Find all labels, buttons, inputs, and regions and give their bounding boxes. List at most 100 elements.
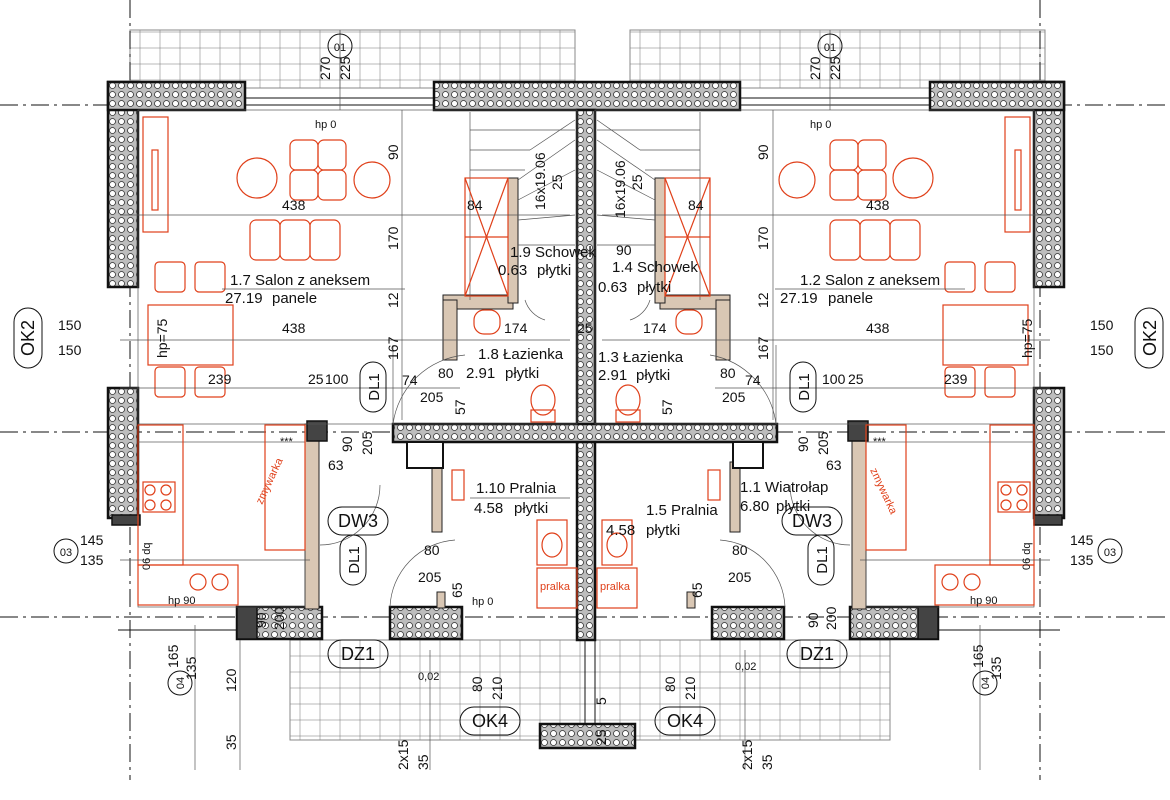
- dim: 200: [271, 606, 287, 630]
- room-finish: płytki: [505, 365, 539, 382]
- dim: 12: [385, 292, 401, 308]
- dim: 65: [689, 582, 705, 598]
- zmywarka-label: zmywarka: [254, 456, 286, 507]
- dim: 25: [848, 371, 864, 387]
- dim: 90: [253, 612, 269, 628]
- axis-side-right-label: OK2: [1140, 320, 1160, 356]
- door-tag-dl1-b: DL1: [796, 373, 813, 401]
- dimension-texts: 270 225 270 225 90 90 170 170 12 12 167 …: [58, 56, 1114, 770]
- dim: 205: [815, 431, 831, 455]
- window-tag-ok4-b: OK4: [667, 711, 703, 731]
- stairs-left-step: 25: [549, 174, 565, 190]
- dim: 270: [807, 56, 823, 80]
- dim: 165: [165, 644, 181, 668]
- dimension-lines: [120, 30, 1050, 770]
- dim: 174: [643, 320, 667, 336]
- dim: 74: [745, 372, 761, 388]
- axis-side-left-label: OK2: [18, 320, 38, 356]
- dim: 438: [866, 197, 890, 213]
- dim: 135: [183, 656, 199, 680]
- dim: 210: [682, 676, 698, 700]
- dim: 35: [759, 754, 775, 770]
- dim: 150: [1090, 317, 1114, 333]
- axis-right-mid-label: 03: [1104, 547, 1116, 559]
- room-finish: panele: [272, 290, 317, 307]
- stars-label: ***: [280, 436, 294, 448]
- dim: 80: [438, 365, 454, 381]
- dim: 90: [339, 436, 355, 452]
- dim: 135: [80, 552, 104, 568]
- dim: 57: [659, 399, 675, 415]
- dim: 165: [970, 644, 986, 668]
- hp75-label: hp=75: [154, 318, 170, 358]
- dim: 170: [385, 226, 401, 250]
- dq-label: 06 dq: [141, 542, 153, 570]
- dim: 25: [577, 320, 593, 336]
- door-tag-dl1-c: DL1: [346, 546, 363, 574]
- axis-marker-right-bottom: 04: [972, 670, 998, 696]
- room-name: 1.1 Wiatrołap: [740, 479, 828, 496]
- dim: 80: [662, 676, 678, 692]
- room-area: 0.63: [598, 279, 627, 296]
- dim: 239: [208, 371, 232, 387]
- dim: 35: [223, 734, 239, 750]
- axis-marker-right-mid: 03: [1097, 538, 1123, 564]
- dim: 2x15: [739, 739, 755, 770]
- hp-label: hp 0: [315, 119, 336, 131]
- terrace-top-left: [129, 29, 576, 89]
- dq-label: 06 dq: [1021, 542, 1033, 570]
- dim: 135: [1070, 552, 1094, 568]
- dim: 225: [337, 56, 353, 80]
- door-tag-dl1-a: DL1: [366, 373, 383, 401]
- room-labels-left: 1.7 Salon z aneksem 27.19 panele 1.9 Sch…: [222, 244, 596, 517]
- room-name: 1.4 Schowek: [612, 259, 698, 276]
- dim: 167: [755, 336, 771, 360]
- room-finish: panele: [828, 290, 873, 307]
- axis-marker-top-right: 01: [817, 33, 843, 59]
- dim: 90: [616, 242, 632, 258]
- stairs-right-step: 25: [629, 174, 645, 190]
- dim: 205: [420, 389, 444, 405]
- room-area: 2.91: [598, 367, 627, 384]
- axis-top-right-label: 01: [824, 42, 836, 54]
- room-finish: płytki: [636, 367, 670, 384]
- interior-lines: [118, 109, 1060, 631]
- room-finish: płytki: [537, 262, 571, 279]
- dim: 90: [385, 144, 401, 160]
- dim: 84: [467, 197, 483, 213]
- room-name: 1.3 Łazienka: [598, 349, 684, 366]
- dim: 2x15: [395, 739, 411, 770]
- dim: 90: [795, 436, 811, 452]
- door-swings: [319, 299, 851, 608]
- room-name: 1.8 Łazienka: [478, 346, 564, 363]
- room-area: 27.19: [780, 290, 818, 307]
- dim: 65: [449, 582, 465, 598]
- axis-top-left-label: 01: [334, 42, 346, 54]
- dim: 205: [359, 431, 375, 455]
- dim: 63: [826, 457, 842, 473]
- hp90-label: hp 90: [168, 595, 196, 607]
- dim: 100: [325, 371, 349, 387]
- dim: 135: [988, 656, 1004, 680]
- dim: 205: [728, 569, 752, 585]
- room-finish: płytki: [776, 498, 810, 515]
- door-tag-dl1-d: DL1: [814, 546, 831, 574]
- terrace-top-right: [629, 29, 1046, 89]
- door-tag-dz1-b: DZ1: [800, 644, 834, 664]
- room-labels-right: 1.2 Salon z aneksem 27.19 panele 1.4 Sch…: [598, 259, 965, 539]
- stairs-left-label: 16x19.06: [532, 152, 548, 210]
- dim: 239: [944, 371, 968, 387]
- room-finish: płytki: [637, 279, 671, 296]
- axis-marker-side-left: OK2: [13, 307, 43, 369]
- dim: 90: [755, 144, 771, 160]
- room-name: 1.2 Salon z aneksem: [800, 272, 940, 289]
- dim: 5: [593, 697, 609, 705]
- room-name: 1.10 Pralnia: [476, 480, 557, 497]
- axis-left-bottom-label: 04: [175, 677, 187, 689]
- dim: 174: [504, 320, 528, 336]
- dim: 205: [418, 569, 442, 585]
- dim: 200: [823, 606, 839, 630]
- zmywarka-label: zmywarka: [867, 466, 899, 517]
- stars-label: ***: [873, 436, 887, 448]
